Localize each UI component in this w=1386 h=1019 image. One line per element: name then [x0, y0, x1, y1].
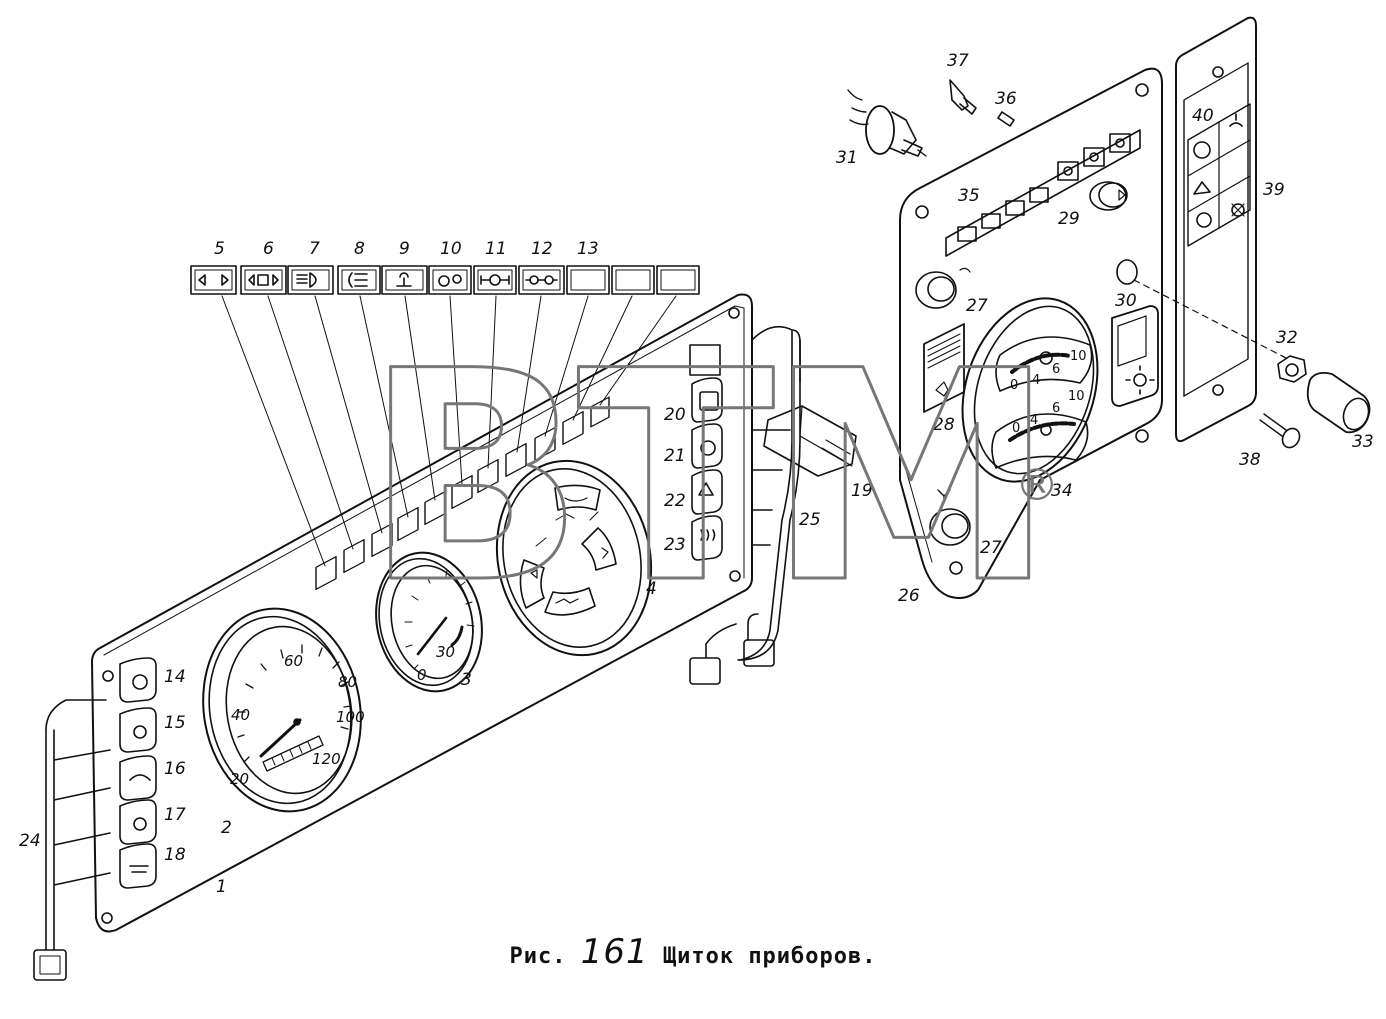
callout-30: 30 — [1115, 291, 1137, 311]
callout-12: 12 — [531, 239, 553, 259]
indicator-lamp-row — [190, 265, 700, 295]
wiring-harness-right — [689, 325, 857, 685]
svg-text:®: ® — [1015, 460, 1059, 511]
caption-title: Щиток приборов. — [662, 944, 877, 969]
callout-3: 3 — [461, 670, 472, 690]
speed-tick-120: 120 — [312, 750, 341, 768]
main-panel — [91, 293, 753, 933]
gauge34-upper-tick-0: 0 — [1010, 378, 1018, 393]
gauge3-tick-0: 0 — [417, 666, 427, 684]
turn-signal-indicator-icon — [198, 274, 229, 286]
callout-26: 26 — [898, 586, 920, 606]
callout-31: 31 — [836, 148, 858, 168]
callout-33: 33 — [1352, 432, 1374, 452]
ignition-knob — [1089, 181, 1128, 211]
callout-34: 34 — [1051, 481, 1073, 501]
btm-watermark: BTM ® — [363, 309, 1060, 649]
trailer-brake-icon — [480, 274, 510, 286]
gauge34-lower-tick-0: 0 — [1012, 421, 1020, 436]
callout-37: 37 — [947, 51, 969, 71]
combination-gauge — [495, 459, 653, 657]
wiring-harness-left — [33, 699, 111, 981]
warning-triangle-icon — [698, 482, 714, 496]
svg-text:BTM: BTM — [364, 310, 1047, 647]
callout-27-lower: 27 — [980, 538, 1002, 558]
push-button-lower — [929, 489, 971, 546]
dual-gauge: 0 4 6 10 0 4 6 10 — [961, 297, 1099, 483]
callout-15: 15 — [164, 713, 186, 733]
speed-tick-20: 20 — [230, 770, 249, 788]
speed-tick-60: 60 — [284, 652, 303, 670]
callout-10: 10 — [440, 239, 462, 259]
callout-14: 14 — [164, 667, 186, 687]
callout-24: 24 — [19, 831, 41, 851]
callout-2: 2 — [221, 818, 232, 838]
parking-lights-icon — [348, 272, 368, 288]
push-button-upper — [915, 267, 971, 309]
callout-8: 8 — [354, 239, 365, 259]
figure-number: 161 — [580, 932, 649, 972]
differential-lock-icon — [525, 275, 558, 285]
callout-17: 17 — [164, 805, 186, 825]
callout-18: 18 — [164, 845, 186, 865]
callout-38: 38 — [1239, 450, 1261, 470]
callout-20: 20 — [664, 405, 686, 425]
callout-35: 35 — [958, 186, 980, 206]
switch-block — [689, 344, 723, 561]
leader-lines-top — [221, 295, 677, 567]
callout-36: 36 — [995, 89, 1017, 109]
fan-icon — [699, 391, 719, 411]
trailer-turn-signal-icon — [248, 274, 279, 286]
left-switches — [119, 657, 157, 889]
knob-assembly — [1259, 355, 1371, 449]
gauge34-lower-tick-6: 6 — [1052, 401, 1060, 416]
light-switch — [1111, 305, 1159, 407]
speed-tick-40: 40 — [231, 706, 250, 724]
callout-32: 32 — [1276, 328, 1298, 348]
auxiliary-panel — [899, 67, 1163, 599]
callout-29: 29 — [1058, 209, 1080, 229]
speed-tick-80: 80 — [338, 673, 357, 691]
speedometer: 20 40 60 80 100 120 — [202, 607, 365, 813]
callout-16: 16 — [164, 759, 186, 779]
speed-tick-100: 100 — [336, 708, 365, 726]
callout-22: 22 — [664, 491, 686, 511]
heater-icon — [700, 529, 716, 541]
callout-6: 6 — [263, 239, 274, 259]
gauge34-upper-tick-10: 10 — [1070, 349, 1087, 364]
callout-4: 4 — [646, 579, 657, 599]
gauge34-lower-tick-4: 4 — [1030, 413, 1038, 428]
callout-27-upper: 27 — [966, 296, 988, 316]
callout-21: 21 — [664, 446, 686, 466]
callout-1: 1 — [216, 877, 227, 897]
callout-39: 39 — [1263, 180, 1285, 200]
callout-28: 28 — [933, 415, 955, 435]
ignition-lamp-icon — [1229, 113, 1243, 127]
gauge34-lower-tick-10: 10 — [1068, 389, 1085, 404]
callout-13: 13 — [577, 239, 599, 259]
gauge34-upper-tick-4: 4 — [1032, 373, 1040, 388]
symbol-plate — [1175, 16, 1257, 443]
parking-brake-icon — [396, 272, 412, 287]
callout-5: 5 — [214, 239, 225, 259]
callout-23: 23 — [664, 535, 686, 555]
gauge34-upper-tick-6: 6 — [1052, 362, 1060, 377]
gauge3-tick-30: 30 — [436, 643, 455, 661]
callout-19: 19 — [851, 481, 873, 501]
callout-7: 7 — [309, 239, 320, 259]
mounting-hole-line — [1116, 259, 1291, 361]
tachometer-gauge: 0 30 — [375, 551, 483, 693]
callout-9: 9 — [399, 239, 410, 259]
high-beam-icon — [296, 272, 317, 288]
transmission-icon — [438, 274, 462, 287]
caption-prefix: Рис. — [509, 944, 567, 969]
callout-25: 25 — [799, 510, 821, 530]
figure-caption: Рис. 161 Щиток приборов. — [0, 932, 1386, 972]
lamp-socket-parts — [847, 79, 1015, 157]
callout-11: 11 — [485, 239, 507, 259]
callout-40: 40 — [1192, 106, 1214, 126]
